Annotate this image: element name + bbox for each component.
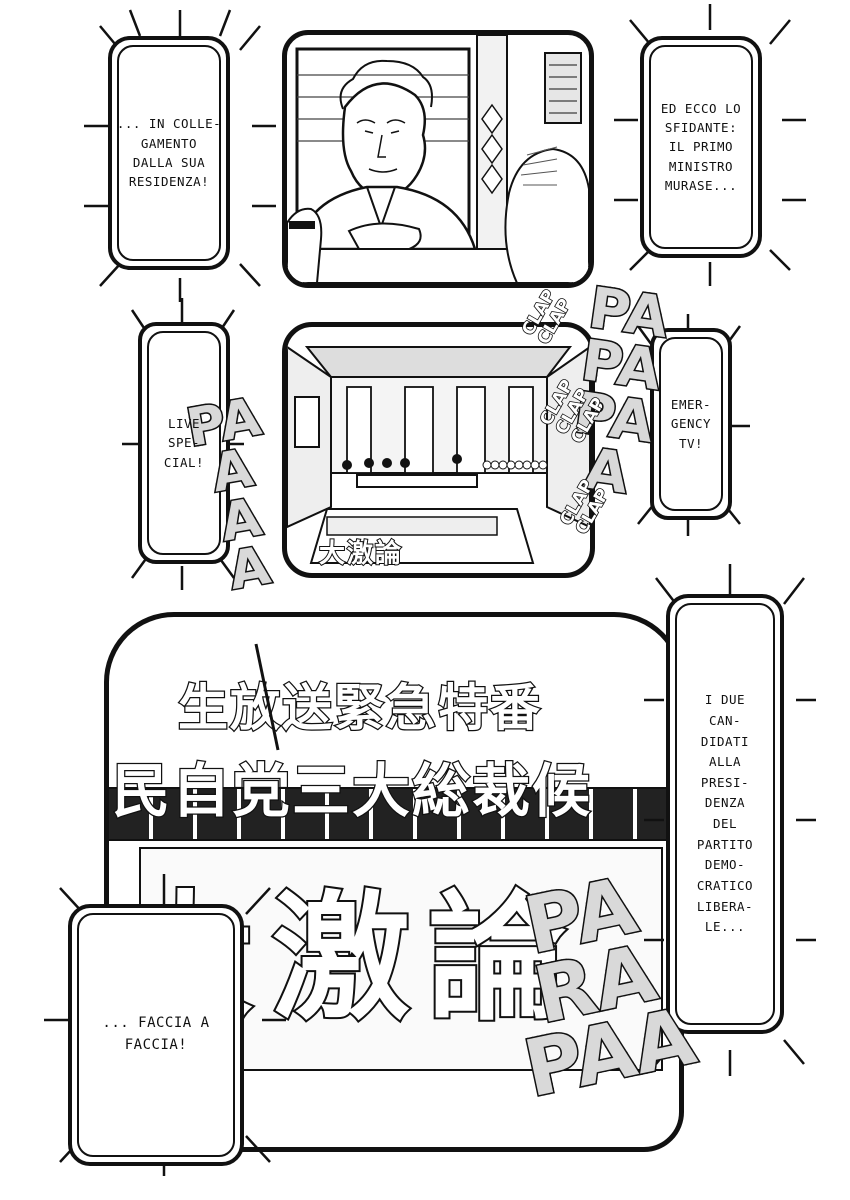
tv-screen-studio: 大激論	[282, 322, 595, 578]
banner-line-2: 民自党三大総裁候	[111, 756, 593, 827]
studio-floor-sign: 大激論	[318, 538, 404, 570]
caption-right-long: I DUE CAN- DIDATI ALLA PRESI- DENZA DEL …	[666, 594, 784, 1034]
tv-screen-prime-minister	[282, 30, 594, 288]
caption-middle-left: LIVE SPE- CIAL!	[138, 322, 230, 564]
caption-burst-frame	[628, 314, 750, 536]
caption-bottom-left: ... FACCIA A FACCIA!	[68, 904, 244, 1166]
caption-middle-right: EMER- GENCY TV!	[650, 328, 732, 520]
caption-text: ... IN COLLE- GAMENTO DALLA SUA RESIDENZ…	[116, 116, 222, 190]
caption-burst-frame	[614, 4, 806, 286]
caption-burst-frame	[84, 9, 276, 302]
caption-text: LIVE SPE- CIAL!	[163, 415, 205, 470]
caption-text: EMER- GENCY TV!	[670, 396, 712, 451]
caption-burst-frame	[122, 298, 244, 590]
antenna-line	[254, 643, 280, 751]
caption-text: ... FACCIA A FACCIA!	[102, 1015, 210, 1053]
studio-illustration	[287, 345, 590, 564]
banner-dark-strip	[109, 787, 679, 841]
banner-line-1: 生放送緊急特番	[177, 678, 542, 739]
prime-minister-illustration	[287, 35, 589, 283]
caption-top-right: ED ECCO LO SFIDANTE: IL PRIMO MINISTRO M…	[640, 36, 762, 258]
caption-burst-frame	[644, 564, 816, 1076]
caption-top-left: ... IN COLLE- GAMENTO DALLA SUA RESIDENZ…	[108, 36, 230, 270]
caption-text: ED ECCO LO SFIDANTE: IL PRIMO MINISTRO M…	[660, 100, 742, 194]
caption-text: I DUE CAN- DIDATI ALLA PRESI- DENZA DEL …	[696, 692, 754, 935]
